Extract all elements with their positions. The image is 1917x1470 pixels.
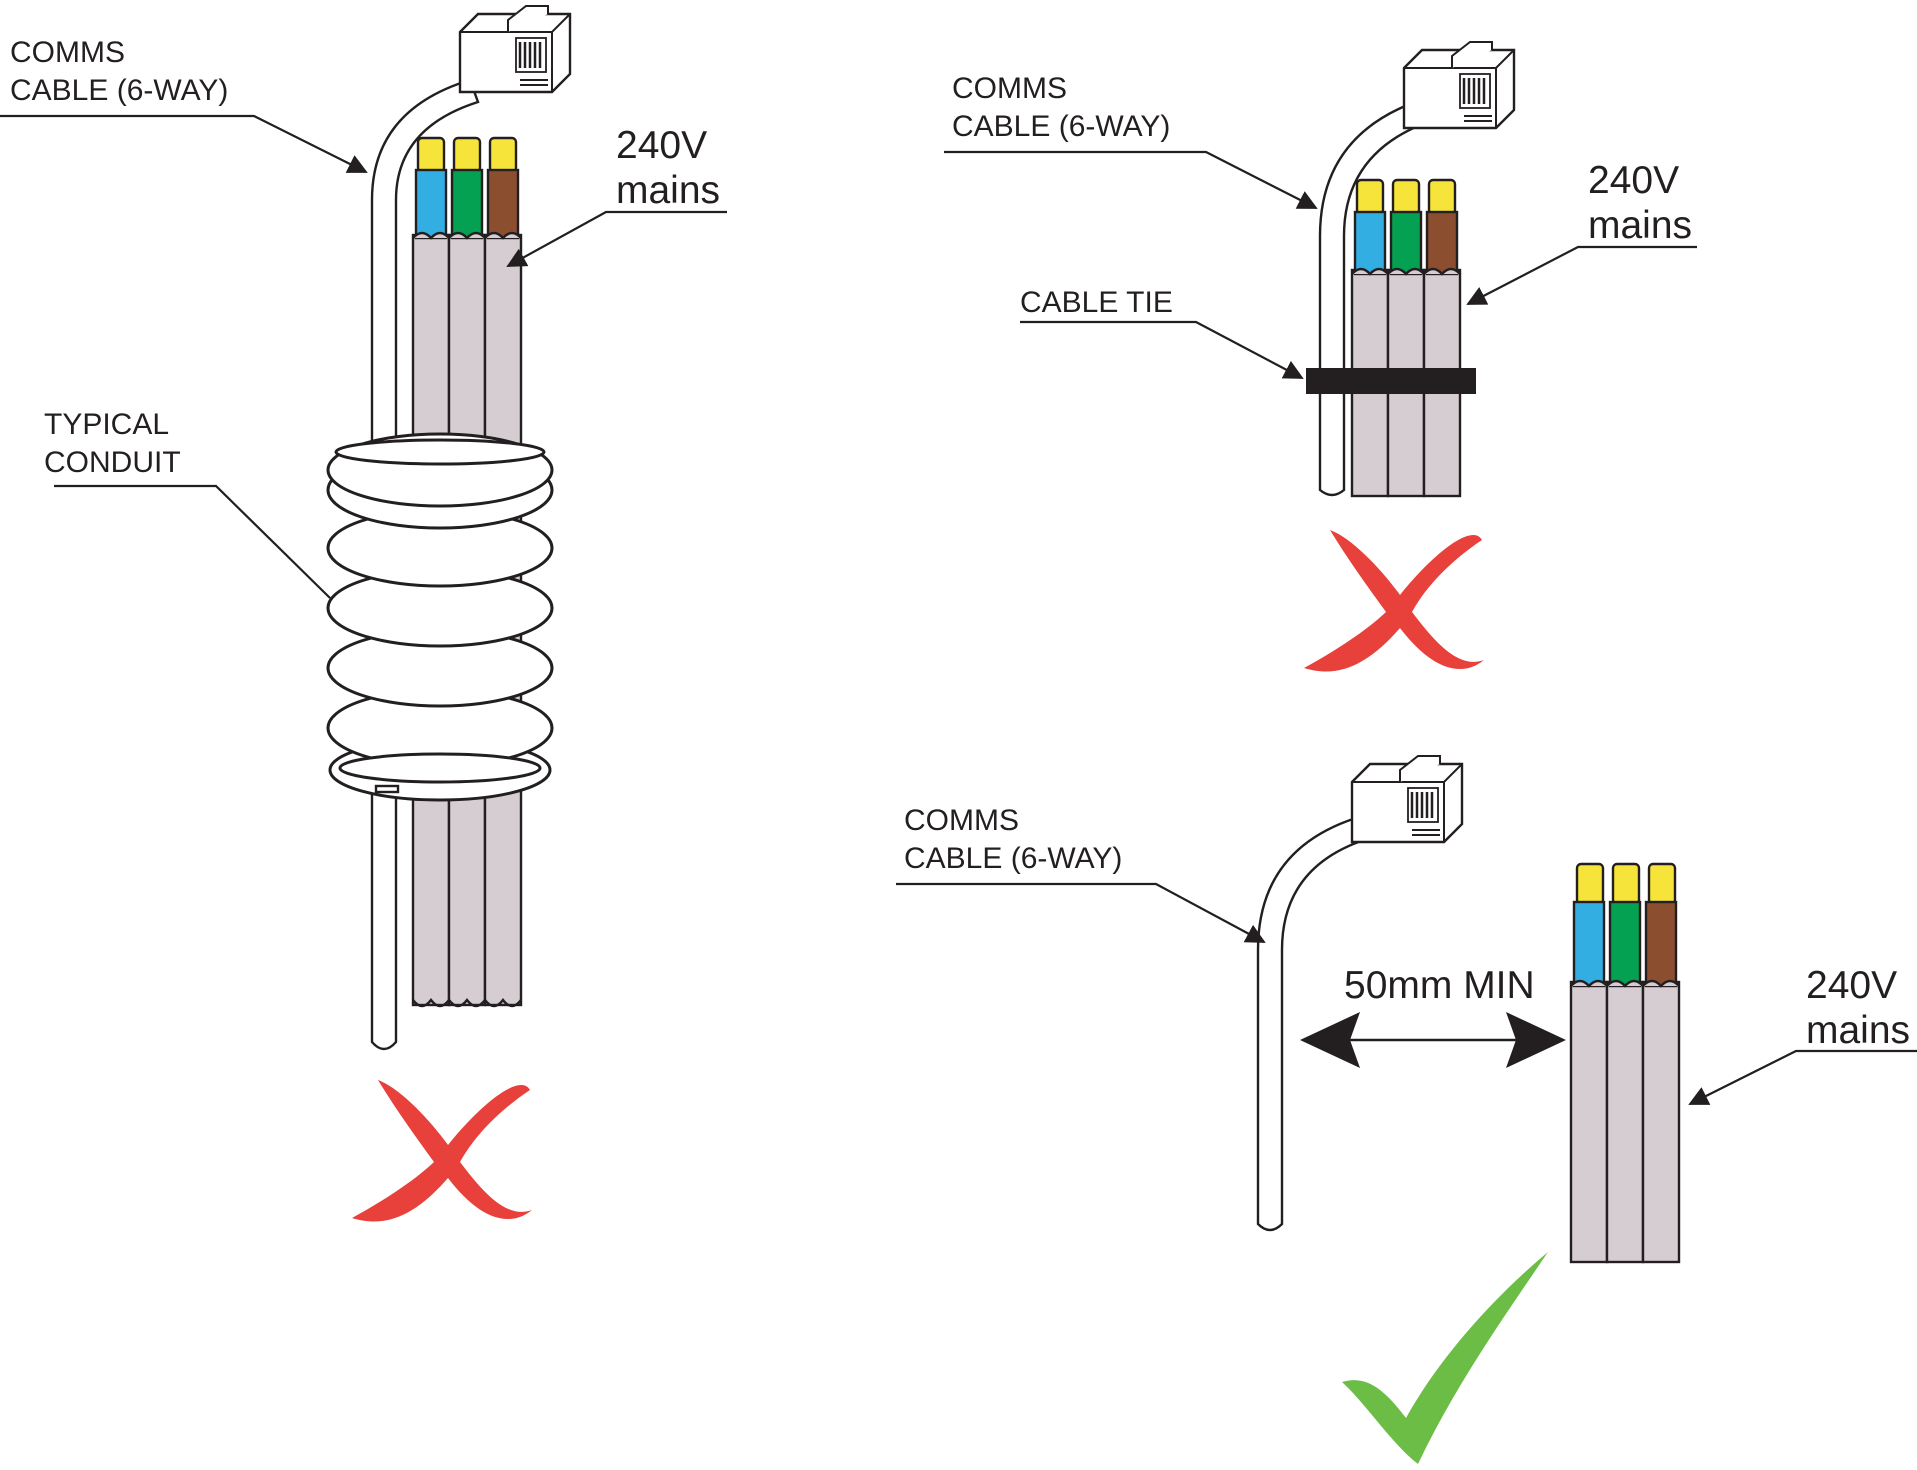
comms-cable-label: COMMS CABLE (6-WAY) <box>896 804 1266 943</box>
mains-label: 240V mains <box>506 124 727 267</box>
svg-text:CONDUIT: CONDUIT <box>44 446 181 479</box>
mains-cable <box>1569 862 1681 1264</box>
svg-text:240V: 240V <box>1806 964 1897 1007</box>
cable-tie <box>1306 368 1476 394</box>
rj-connector-icon <box>1350 754 1464 844</box>
cross-icon <box>352 1080 532 1222</box>
svg-text:COMMS: COMMS <box>952 72 1067 105</box>
yellow-conductor <box>452 136 482 174</box>
arrow-left-icon <box>1300 1012 1360 1068</box>
brown-conductor <box>486 168 520 240</box>
comms-cable-label: COMMS CABLE (6-WAY) <box>0 36 368 173</box>
svg-text:50mm MIN: 50mm MIN <box>1344 964 1535 1007</box>
svg-text:COMMS: COMMS <box>904 804 1019 837</box>
arrow-right-icon <box>1506 1012 1566 1068</box>
rj-connector-icon <box>458 4 572 94</box>
green-conductor <box>450 168 484 240</box>
svg-text:mains: mains <box>1806 1009 1910 1052</box>
yellow-conductor <box>416 136 446 174</box>
cable-tie-panel: COMMS CABLE (6-WAY) 240V mains CABLE TIE <box>944 40 1697 672</box>
rj-connector-icon <box>1402 40 1516 130</box>
conduit-panel: COMMS CABLE (6-WAY) 240V mains TYPICAL C… <box>0 4 727 1222</box>
cross-icon <box>1304 530 1484 672</box>
conduit <box>326 432 554 802</box>
svg-text:240V: 240V <box>616 124 707 167</box>
spacing-dimension: 50mm MIN <box>1300 964 1566 1068</box>
svg-text:mains: mains <box>1588 204 1692 247</box>
mains-label: 240V mains <box>1466 159 1697 305</box>
svg-text:CABLE (6-WAY): CABLE (6-WAY) <box>952 110 1170 143</box>
svg-text:CABLE (6-WAY): CABLE (6-WAY) <box>904 842 1122 875</box>
separated-panel: 50mm MIN COMMS CABLE (6-WAY) 240V mains <box>896 754 1917 1464</box>
mains-label: 240V mains <box>1688 964 1917 1105</box>
svg-text:TYPICAL: TYPICAL <box>44 408 169 441</box>
blue-conductor <box>414 168 448 240</box>
cable-tie-label: CABLE TIE <box>1020 286 1304 379</box>
comms-cable-label: COMMS CABLE (6-WAY) <box>944 72 1318 209</box>
conduit-label: TYPICAL CONDUIT <box>44 408 331 599</box>
comms-cable <box>1256 754 1464 1232</box>
tick-icon <box>1342 1252 1548 1464</box>
svg-text:mains: mains <box>616 169 720 212</box>
svg-text:CABLE (6-WAY): CABLE (6-WAY) <box>10 74 228 107</box>
svg-text:CABLE TIE: CABLE TIE <box>1020 286 1173 319</box>
yellow-conductor <box>488 136 518 174</box>
comms-cable <box>1318 40 1516 497</box>
svg-text:240V: 240V <box>1588 159 1679 202</box>
svg-text:COMMS: COMMS <box>10 36 125 69</box>
mains-cable <box>1350 178 1462 498</box>
